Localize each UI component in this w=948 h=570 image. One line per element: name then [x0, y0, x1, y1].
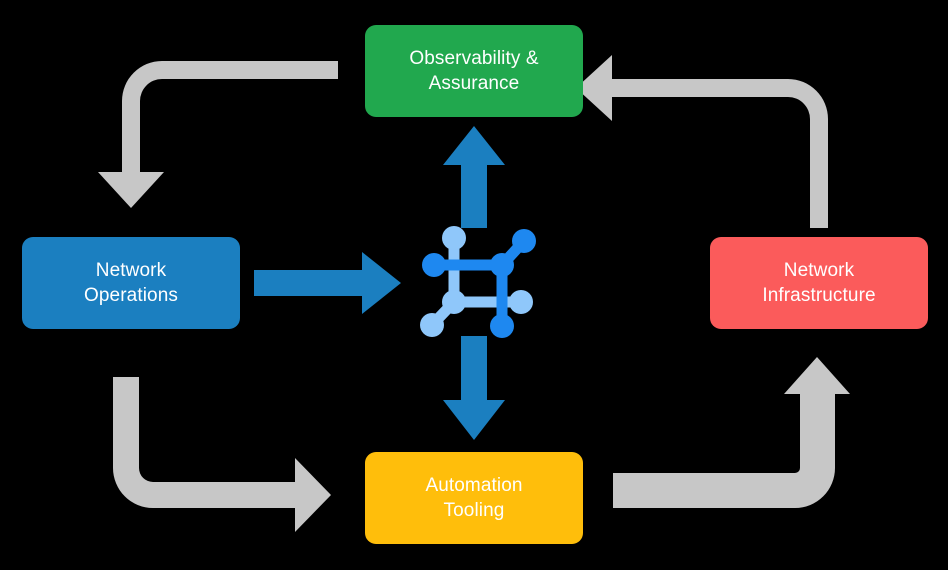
topology-light-nodes: [420, 226, 533, 337]
blue-arrow-up: [443, 126, 505, 228]
blue-arrow-right: [254, 252, 401, 314]
node-label-observability: Observability & Assurance: [409, 47, 539, 94]
network-topology-icon: [416, 218, 540, 342]
gray-elbow-arrow-top-left: [98, 61, 338, 208]
topology-bright-nodes: [422, 229, 536, 338]
node-label-network-infrastructure: Network Infrastructure: [762, 259, 876, 306]
gray-elbow-arrow-bottom-left: [113, 377, 331, 532]
blue-arrow-down: [443, 336, 505, 440]
gray-elbow-arrow-bottom-right: [613, 357, 850, 508]
gray-elbow-arrow-top-right: [576, 55, 828, 228]
node-box-automation-tooling[interactable]: Automation Tooling: [365, 452, 583, 544]
node-box-network-infrastructure[interactable]: Network Infrastructure: [710, 237, 928, 329]
node-box-observability[interactable]: Observability & Assurance: [365, 25, 583, 117]
node-label-automation-tooling: Automation Tooling: [425, 474, 523, 521]
node-label-network-operations: Network Operations: [84, 259, 178, 306]
node-box-network-operations[interactable]: Network Operations: [22, 237, 240, 329]
